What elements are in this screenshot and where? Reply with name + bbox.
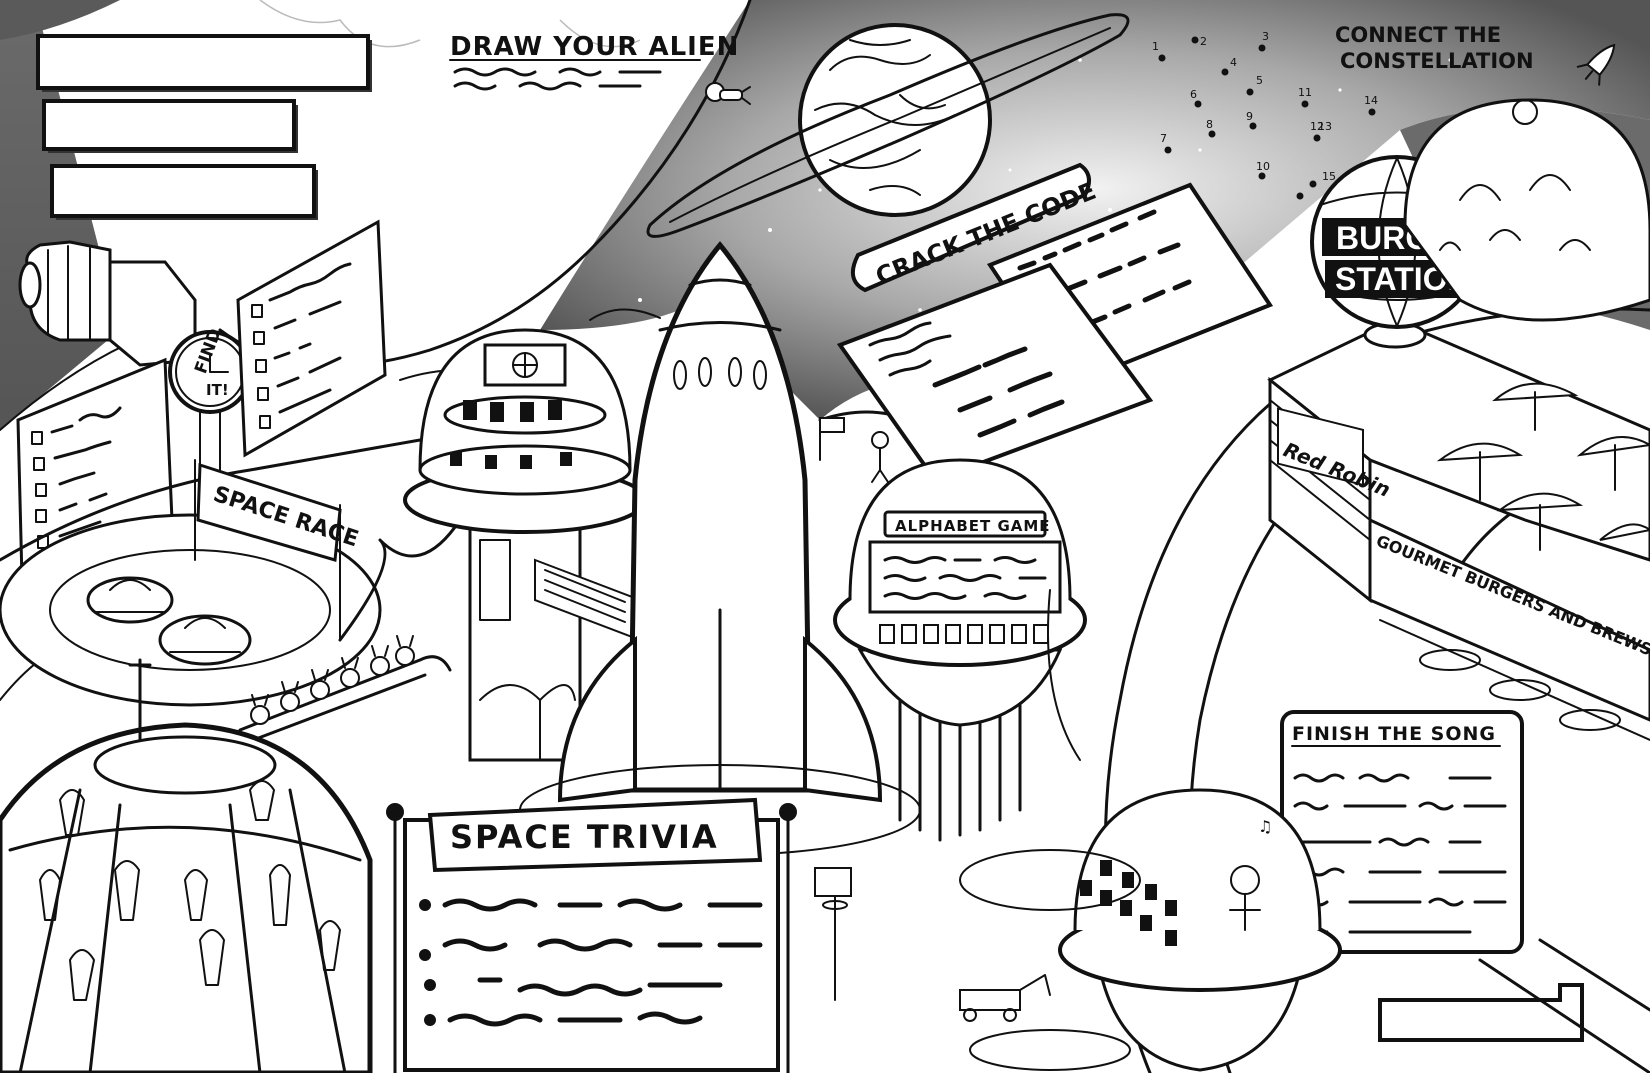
concert-dome-icon: ♫	[1058, 788, 1342, 1072]
draw-your-alien-section: DRAW YOUR ALIEN	[449, 32, 751, 105]
svg-text:8: 8	[1206, 118, 1213, 131]
draw-your-alien-title: DRAW YOUR ALIEN	[450, 32, 739, 62]
astronaut-icon	[705, 82, 751, 105]
small-rocket-icon	[1576, 43, 1616, 86]
svg-text:4: 4	[1230, 56, 1237, 69]
svg-text:12: 12	[1310, 120, 1324, 133]
svg-text:2: 2	[1200, 35, 1207, 48]
red-robin-building: Red Robin GOURMET BURGERS AND BREWS BURG…	[1267, 98, 1650, 741]
ringed-planet-icon	[646, 13, 1130, 238]
alphabet-game-dome: ALPHABET GAME	[833, 458, 1087, 842]
connect-constellation-section: CONNECT THE CONSTELLATION 1 2 3 4 5 6 7 …	[1152, 23, 1616, 200]
find-it-checklist-right	[251, 262, 352, 429]
trivia-questions	[419, 898, 763, 1027]
space-trivia-board: SPACE TRIVIA	[386, 797, 797, 1073]
svg-text:11: 11	[1298, 86, 1312, 99]
rocket-icon	[519, 241, 921, 856]
race-car-icon	[86, 576, 252, 666]
finish-the-song-board: FINISH THE SONG	[1280, 710, 1524, 954]
svg-text:6: 6	[1190, 88, 1197, 101]
svg-text:7: 7	[1160, 132, 1167, 145]
svg-text:10: 10	[1256, 160, 1270, 173]
svg-text:14: 14	[1364, 94, 1378, 107]
connect-title-line1: CONNECT THE	[1335, 23, 1501, 47]
party-dome-icon	[0, 658, 373, 1073]
moon-rover-icon	[959, 974, 1051, 1022]
svg-text:15: 15	[1322, 170, 1336, 183]
svg-text:3: 3	[1262, 30, 1269, 43]
connect-title-line2: CONSTELLATION	[1340, 49, 1534, 73]
svg-text:13: 13	[1318, 120, 1332, 133]
svg-text:♫: ♫	[1258, 817, 1272, 836]
alphabet-game-title: ALPHABET GAME	[895, 517, 1051, 535]
name-entry-bars	[36, 34, 372, 220]
find-it-checklist-left	[31, 406, 122, 549]
flag-astronaut-icon	[819, 417, 889, 483]
control-tower-icon	[403, 328, 647, 762]
bottom-right-blank-box	[1378, 938, 1650, 1073]
constellation-dots: 1 2 3 4 5 6 7 8 9 10 11 12 13 14 15	[1152, 30, 1378, 200]
space-trivia-title: SPACE TRIVIA	[450, 818, 719, 856]
svg-text:1: 1	[1152, 40, 1159, 53]
svg-text:9: 9	[1246, 110, 1253, 123]
svg-text:5: 5	[1256, 74, 1263, 87]
crack-the-code-section: CRACK THE CODE	[836, 162, 1274, 483]
alien-coaster-icon	[238, 635, 452, 747]
find-it-title-line2: IT!	[206, 381, 229, 399]
basketball-hoop-icon	[814, 867, 852, 1001]
finish-the-song-title: FINISH THE SONG	[1292, 723, 1496, 745]
satellite-telescope-icon	[18, 240, 197, 367]
